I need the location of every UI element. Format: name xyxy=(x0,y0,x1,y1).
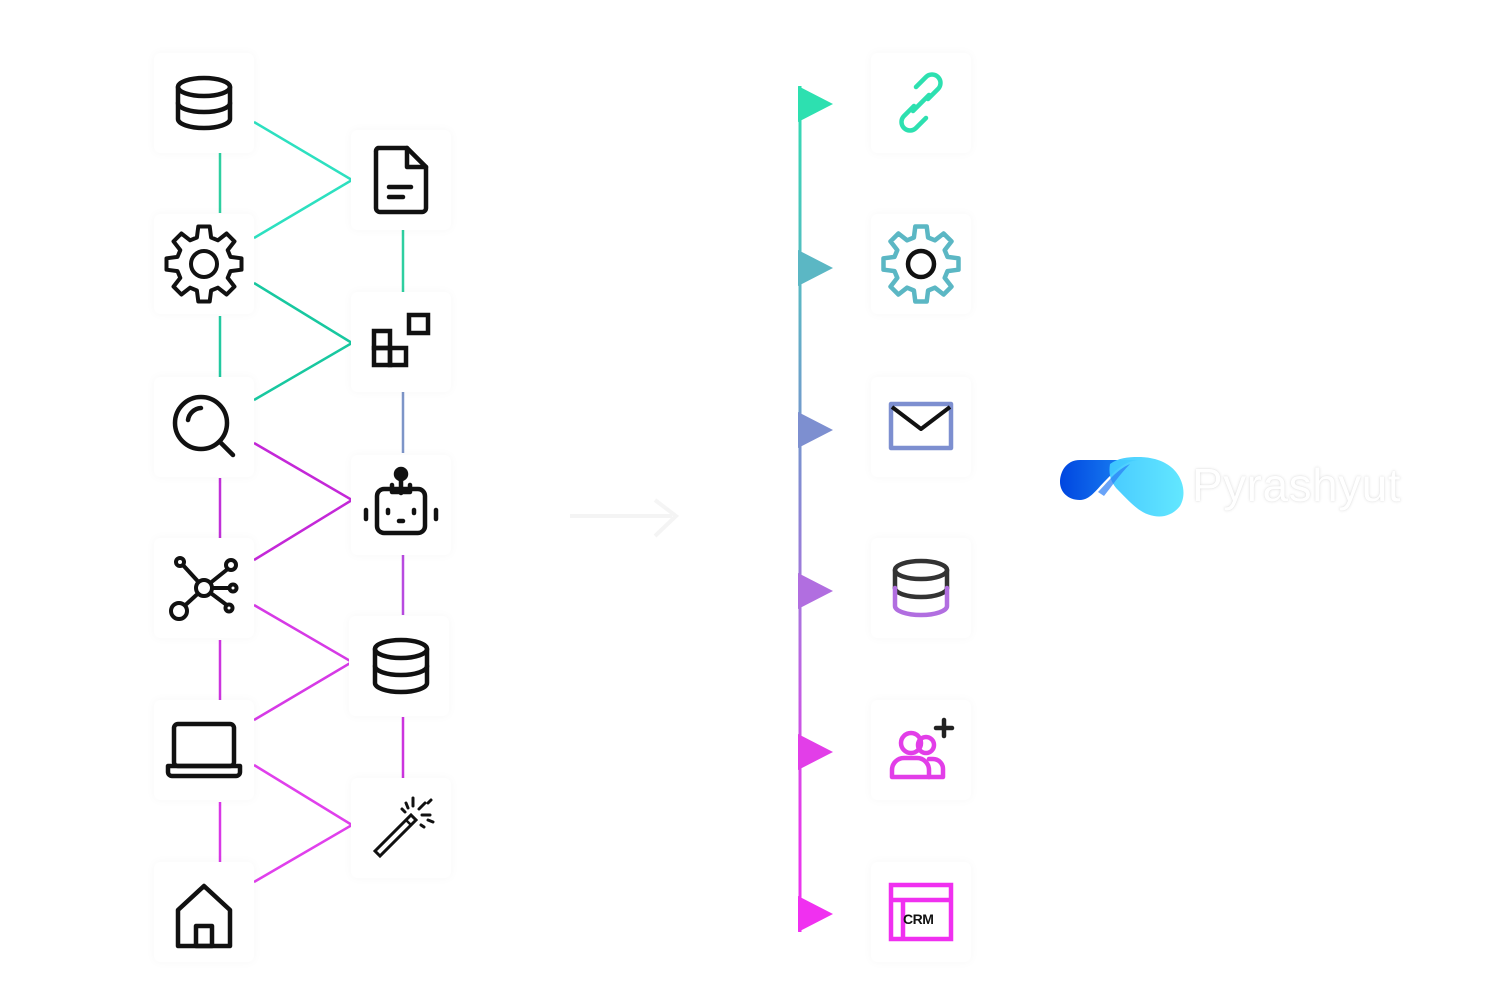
apps-icon xyxy=(351,292,451,392)
crm-icon: CRM xyxy=(871,862,971,962)
gear-icon xyxy=(154,214,254,314)
timeline-marker xyxy=(798,86,833,122)
timeline-marker xyxy=(798,573,833,609)
timeline-marker xyxy=(798,734,833,770)
laptop-icon xyxy=(154,700,254,800)
brand-logo-icon xyxy=(1060,457,1184,517)
magic-wand-icon xyxy=(351,778,451,878)
document-icon xyxy=(351,130,451,230)
timeline-marker xyxy=(798,896,833,932)
timeline-marker xyxy=(798,412,833,448)
gear-icon xyxy=(871,214,971,314)
search-icon xyxy=(154,377,254,477)
crm-label: CRM xyxy=(903,911,934,927)
network-icon xyxy=(154,538,254,638)
brand-logo: Pyrashyut xyxy=(1058,450,1438,525)
robot-icon xyxy=(351,455,451,555)
arrow-right-icon xyxy=(570,498,680,538)
database-icon xyxy=(154,53,254,153)
add-users-icon xyxy=(871,700,971,800)
mail-icon xyxy=(871,377,971,477)
home-icon xyxy=(154,862,254,962)
timeline-marker xyxy=(798,250,833,286)
brand-name: Pyrashyut xyxy=(1192,459,1402,511)
database-icon xyxy=(349,616,449,716)
database-icon xyxy=(871,538,971,638)
link-icon xyxy=(871,53,971,153)
